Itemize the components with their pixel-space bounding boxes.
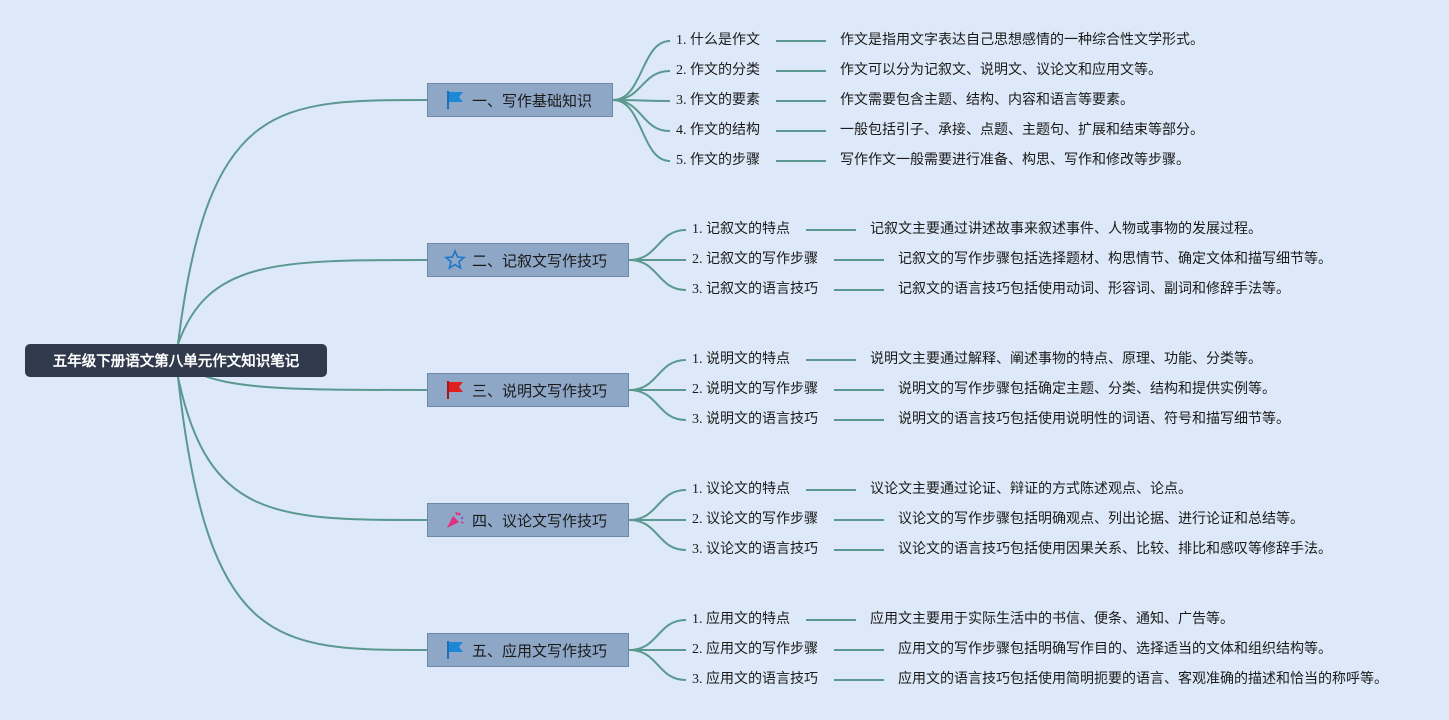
subtopic-label[interactable]: 3. 议论文的语言技巧 [692, 542, 818, 557]
root-topic[interactable]: 五年级下册语文第八单元作文知识笔记 [25, 344, 327, 377]
connector-line [612, 40, 671, 101]
branch-topic-2[interactable]: 二、记叙文写作技巧 [427, 243, 629, 277]
subtopic-label[interactable]: 1. 什么是作文 [676, 33, 760, 48]
connector-line [628, 649, 687, 681]
connector-line [177, 376, 428, 521]
subtopic-label[interactable]: 2. 作文的分类 [676, 63, 760, 78]
connector-line [628, 259, 687, 291]
connector-line [177, 376, 428, 651]
root-topic-title: 五年级下册语文第八单元作文知识笔记 [52, 354, 300, 370]
subtopic-description[interactable]: 作文需要包含主题、结构、内容和语言等要素。 [840, 93, 1134, 108]
subtopic-description[interactable]: 记叙文主要通过讲述故事来叙述事件、人物或事物的发展过程。 [870, 222, 1262, 237]
subtopic-label[interactable]: 2. 议论文的写作步骤 [692, 512, 818, 527]
branch-topic-1[interactable]: 一、写作基础知识 [427, 83, 613, 117]
subtopic-description[interactable]: 应用文的写作步骤包括明确写作目的、选择适当的文体和组织结构等。 [898, 642, 1332, 657]
branch-topic-title: 二、记叙文写作技巧 [472, 251, 608, 270]
connector-line [628, 489, 687, 521]
subtopic-description[interactable]: 议论文的写作步骤包括明确观点、列出论据、进行论证和总结等。 [898, 512, 1304, 527]
subtopic-description[interactable]: 记叙文的写作步骤包括选择题材、构思情节、确定文体和描写细节等。 [898, 252, 1332, 267]
branch-topic-title: 一、写作基础知识 [472, 91, 593, 110]
branch-topic-3[interactable]: 三、说明文写作技巧 [427, 373, 629, 407]
subtopic-label[interactable]: 4. 作文的结构 [676, 123, 760, 138]
subtopic-label[interactable]: 2. 说明文的写作步骤 [692, 382, 818, 397]
subtopic-description[interactable]: 说明文的语言技巧包括使用说明性的词语、符号和描写细节等。 [898, 412, 1290, 427]
branch-topic-5[interactable]: 五、应用文写作技巧 [427, 633, 629, 667]
connector-line [628, 229, 687, 261]
subtopic-label[interactable]: 3. 记叙文的语言技巧 [692, 282, 818, 297]
subtopic-description[interactable]: 议论文主要通过论证、辩证的方式陈述观点、论点。 [870, 482, 1192, 497]
party-popper-icon [444, 509, 466, 531]
subtopic-label[interactable]: 3. 作文的要素 [676, 93, 760, 108]
subtopic-description[interactable]: 说明文主要通过解释、阐述事物的特点、原理、功能、分类等。 [870, 352, 1262, 367]
connector-line [177, 259, 428, 345]
branch-topic-title: 五、应用文写作技巧 [472, 641, 608, 660]
subtopic-label[interactable]: 2. 应用文的写作步骤 [692, 642, 818, 657]
branch-topic-4[interactable]: 四、议论文写作技巧 [427, 503, 629, 537]
connector-line [612, 99, 671, 162]
red-flag-icon [444, 379, 466, 401]
subtopic-label[interactable]: 1. 应用文的特点 [692, 612, 790, 627]
branch-topic-title: 三、说明文写作技巧 [472, 381, 608, 400]
connector-line [628, 519, 687, 551]
subtopic-label[interactable]: 1. 说明文的特点 [692, 352, 790, 367]
subtopic-description[interactable]: 一般包括引子、承接、点题、主题句、扩展和结束等部分。 [840, 123, 1204, 138]
connector-line [628, 359, 687, 391]
subtopic-label[interactable]: 3. 说明文的语言技巧 [692, 412, 818, 427]
connector-line [628, 619, 687, 651]
subtopic-description[interactable]: 写作作文一般需要进行准备、构思、写作和修改等步骤。 [840, 153, 1190, 168]
subtopic-label[interactable]: 2. 记叙文的写作步骤 [692, 252, 818, 267]
subtopic-description[interactable]: 应用文主要用于实际生活中的书信、便条、通知、广告等。 [870, 612, 1234, 627]
subtopic-description[interactable]: 记叙文的语言技巧包括使用动词、形容词、副词和修辞手法等。 [898, 282, 1290, 297]
connector-line [177, 99, 428, 345]
subtopic-label[interactable]: 5. 作文的步骤 [676, 153, 760, 168]
subtopic-description[interactable]: 议论文的语言技巧包括使用因果关系、比较、排比和感叹等修辞手法。 [898, 542, 1332, 557]
blue-flag-icon [444, 89, 466, 111]
subtopic-label[interactable]: 1. 记叙文的特点 [692, 222, 790, 237]
subtopic-description[interactable]: 作文是指用文字表达自己思想感情的一种综合性文学形式。 [840, 33, 1204, 48]
subtopic-label[interactable]: 3. 应用文的语言技巧 [692, 672, 818, 687]
blue-flag-icon [444, 639, 466, 661]
star-icon [444, 249, 466, 271]
subtopic-label[interactable]: 1. 议论文的特点 [692, 482, 790, 497]
subtopic-description[interactable]: 说明文的写作步骤包括确定主题、分类、结构和提供实例等。 [898, 382, 1276, 397]
branch-topic-title: 四、议论文写作技巧 [472, 511, 608, 530]
subtopic-description[interactable]: 作文可以分为记叙文、说明文、议论文和应用文等。 [840, 63, 1162, 78]
connector-line [612, 70, 671, 101]
subtopic-description[interactable]: 应用文的语言技巧包括使用简明扼要的语言、客观准确的描述和恰当的称呼等。 [898, 672, 1388, 687]
connector-line [612, 99, 671, 132]
connector-line [628, 389, 687, 421]
